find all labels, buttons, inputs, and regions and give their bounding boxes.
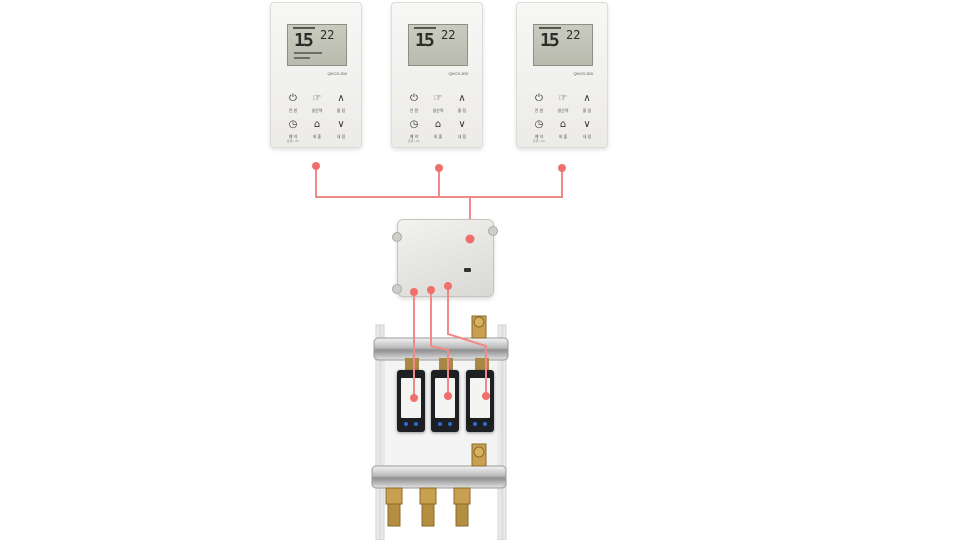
timer-icon: ◷ (288, 119, 298, 130)
outlet-valve-2 (419, 487, 437, 527)
set-temp: 22 (566, 28, 581, 42)
button-label: 예 약 (288, 134, 298, 139)
timer-button[interactable]: ◷ 예 약 운행 / 3m (283, 119, 303, 143)
set-temp: 22 (441, 28, 456, 42)
button-label: 예 약 (409, 134, 419, 139)
timer-icon: ◷ (409, 119, 419, 130)
up-icon: ∧ (583, 93, 591, 104)
up-icon: ∧ (458, 93, 466, 104)
outlet-valve-1 (385, 487, 403, 527)
away-button[interactable]: ⌂ 외 출 (553, 119, 573, 139)
button-label: 외 출 (312, 134, 322, 139)
lcd-display: 15 22 (533, 24, 593, 66)
button-sublabel: 운행 / 3m (532, 139, 546, 143)
down-button[interactable]: ∨ 내 림 (577, 119, 597, 139)
button-label: 올 림 (336, 108, 346, 113)
timer-button[interactable]: ◷ 예 약 운행 / 3m (404, 119, 424, 143)
thermostat-1: 15 22 QHCS-300 ⏻ 전 원 ☞ 생산력 ∧ 올 림 ◷ 예 약 운… (270, 2, 362, 148)
button-panel: ⏻ 전 원 ☞ 생산력 ∧ 올 림 ◷ 예 약 운행 / 3m ⌂ 외 출 ∨ (283, 93, 353, 143)
mount-ear (488, 226, 498, 236)
power-icon: ⏻ (535, 93, 543, 104)
away-button[interactable]: ⌂ 외 출 (307, 119, 327, 139)
button-panel: ⏻ 전 원 ☞ 생산력 ∧ 올 림 ◷ 예 약 운행 / 3m ⌂ 외 출 ∨ (404, 93, 474, 143)
mount-ear (392, 232, 402, 242)
actuator-1 (397, 370, 425, 432)
button-sublabel: 운행 / 3m (286, 139, 300, 143)
button-label: 올 림 (457, 108, 467, 113)
home-icon: ⌂ (434, 119, 442, 130)
away-button[interactable]: ⌂ 외 출 (428, 119, 448, 139)
button-label: 생산력 (311, 108, 323, 113)
button-label: 내 림 (336, 134, 346, 139)
thermostat-2: 15 22 QHCS-300 ⏻ 전 원 ☞ 생산력 ∧ 올 림 ◷ 예 약 운… (391, 2, 483, 148)
air-vent-bottom (471, 443, 487, 467)
lcd-display: 15 22 (408, 24, 468, 66)
actuator-label (470, 378, 490, 418)
actuator-label (435, 378, 455, 418)
timer-button[interactable]: ◷ 예 약 운행 / 3m (529, 119, 549, 143)
down-icon: ∨ (583, 119, 591, 130)
timer-icon: ◷ (534, 119, 544, 130)
button-label: 올 림 (582, 108, 592, 113)
button-label: 예 약 (534, 134, 544, 139)
current-temp: 15 (415, 30, 435, 51)
up-button[interactable]: ∧ 올 림 (331, 93, 351, 113)
model-label: QHCS-300 (573, 71, 593, 76)
button-label: 생산력 (557, 108, 569, 113)
button-label: 생산력 (432, 108, 444, 113)
current-temp: 15 (294, 30, 314, 51)
down-icon: ∨ (458, 119, 466, 130)
set-temp: 22 (320, 28, 335, 42)
button-label: 내 림 (582, 134, 592, 139)
down-button[interactable]: ∨ 내 림 (331, 119, 351, 139)
actuator-label (401, 378, 421, 418)
button-panel: ⏻ 전 원 ☞ 생산력 ∧ 올 림 ◷ 예 약 운행 / 3m ⌂ 외 출 ∨ (529, 93, 599, 143)
mode-button[interactable]: ☞ 생산력 (428, 93, 448, 113)
mount-ear (392, 284, 402, 294)
button-label: 외 출 (558, 134, 568, 139)
mode-icon: ☞ (558, 93, 568, 104)
actuator-3 (466, 370, 494, 432)
button-label: 내 림 (457, 134, 467, 139)
thermostat-3: 15 22 QHCS-300 ⏻ 전 원 ☞ 생산력 ∧ 올 림 ◷ 예 약 운… (516, 2, 608, 148)
return-pipe (371, 465, 507, 489)
mode-icon: ☞ (433, 93, 443, 104)
status-led (464, 268, 471, 272)
model-label: QHCS-300 (448, 71, 468, 76)
button-label: 전 원 (534, 108, 544, 113)
lcd-display: 15 22 (287, 24, 347, 66)
room-controller (392, 219, 498, 297)
button-label: 전 원 (288, 108, 298, 113)
home-icon: ⌂ (559, 119, 567, 130)
power-icon: ⏻ (410, 93, 418, 104)
down-icon: ∨ (337, 119, 345, 130)
power-button[interactable]: ⏻ 전 원 (283, 93, 303, 113)
current-temp: 15 (540, 30, 560, 51)
button-label: 외 출 (433, 134, 443, 139)
mode-button[interactable]: ☞ 생산력 (553, 93, 573, 113)
actuator-2 (431, 370, 459, 432)
down-button[interactable]: ∨ 내 림 (452, 119, 472, 139)
mode-button[interactable]: ☞ 생산력 (307, 93, 327, 113)
home-icon: ⌂ (313, 119, 321, 130)
button-label: 전 원 (409, 108, 419, 113)
up-button[interactable]: ∧ 올 림 (577, 93, 597, 113)
power-button[interactable]: ⏻ 전 원 (529, 93, 549, 113)
up-icon: ∧ (337, 93, 345, 104)
air-vent-top (471, 315, 487, 339)
power-icon: ⏻ (289, 93, 297, 104)
button-sublabel: 운행 / 3m (407, 139, 421, 143)
power-button[interactable]: ⏻ 전 원 (404, 93, 424, 113)
up-button[interactable]: ∧ 올 림 (452, 93, 472, 113)
outlet-valve-3 (453, 487, 471, 527)
model-label: QHCS-300 (327, 71, 347, 76)
mode-icon: ☞ (312, 93, 322, 104)
wire-junctions (312, 162, 566, 172)
supply-pipe (373, 337, 509, 361)
